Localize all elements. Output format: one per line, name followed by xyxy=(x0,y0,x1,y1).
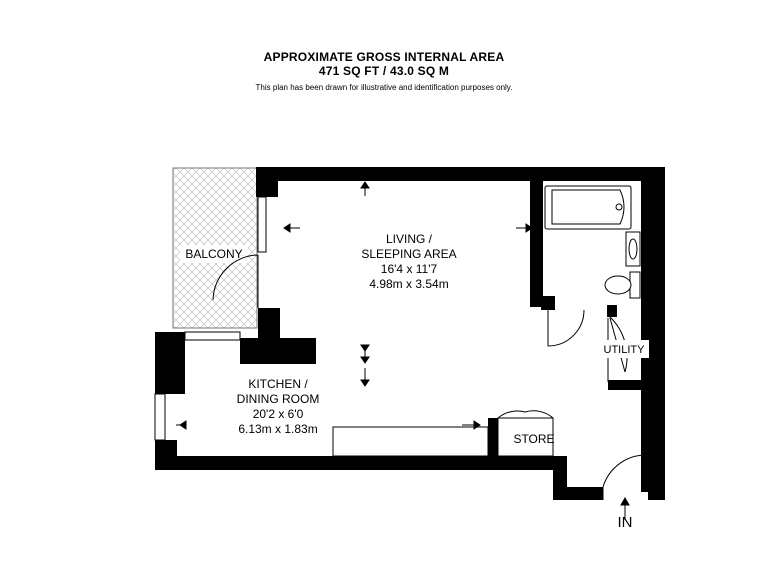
balcony: BALCONY xyxy=(172,167,258,329)
kitchen-name-2: DINING ROOM xyxy=(237,392,320,406)
store-door xyxy=(497,410,554,457)
balcony-door xyxy=(184,196,267,341)
utility-label: UTILITY xyxy=(604,344,646,356)
living-size-imperial: 16'4 x 11'7 xyxy=(381,262,438,276)
living-name-1: LIVING / xyxy=(386,232,433,246)
bathroom-fixtures xyxy=(544,185,641,299)
dimension-arrows xyxy=(176,181,630,520)
kitchen-name-1: KITCHEN / xyxy=(248,377,308,391)
store-label: STORE xyxy=(513,432,554,446)
kitchen-size-metric: 6.13m x 1.83m xyxy=(238,422,317,436)
entrance-label: IN xyxy=(618,514,633,531)
disclaimer: This plan has been drawn for illustrativ… xyxy=(255,83,513,92)
bathroom-door xyxy=(547,309,585,347)
kitchen-counter xyxy=(332,426,489,457)
kitchen-label: KITCHEN / DINING ROOM 20'2 x 6'0 6.13m x… xyxy=(237,377,320,436)
kitchen-size-imperial: 20'2 x 6'0 xyxy=(253,407,304,421)
living-name-2: SLEEPING AREA xyxy=(361,247,456,261)
living-label: LIVING / SLEEPING AREA 16'4 x 11'7 4.98m… xyxy=(361,232,456,291)
plan-title: APPROXIMATE GROSS INTERNAL AREA xyxy=(263,50,505,64)
entrance-door xyxy=(602,454,649,500)
living-size-metric: 4.98m x 3.54m xyxy=(369,277,448,291)
gross-area: 471 SQ FT / 43.0 SQ M xyxy=(318,64,450,78)
walls xyxy=(155,167,665,500)
balcony-label: BALCONY xyxy=(185,247,242,261)
kitchen-window xyxy=(154,393,166,441)
